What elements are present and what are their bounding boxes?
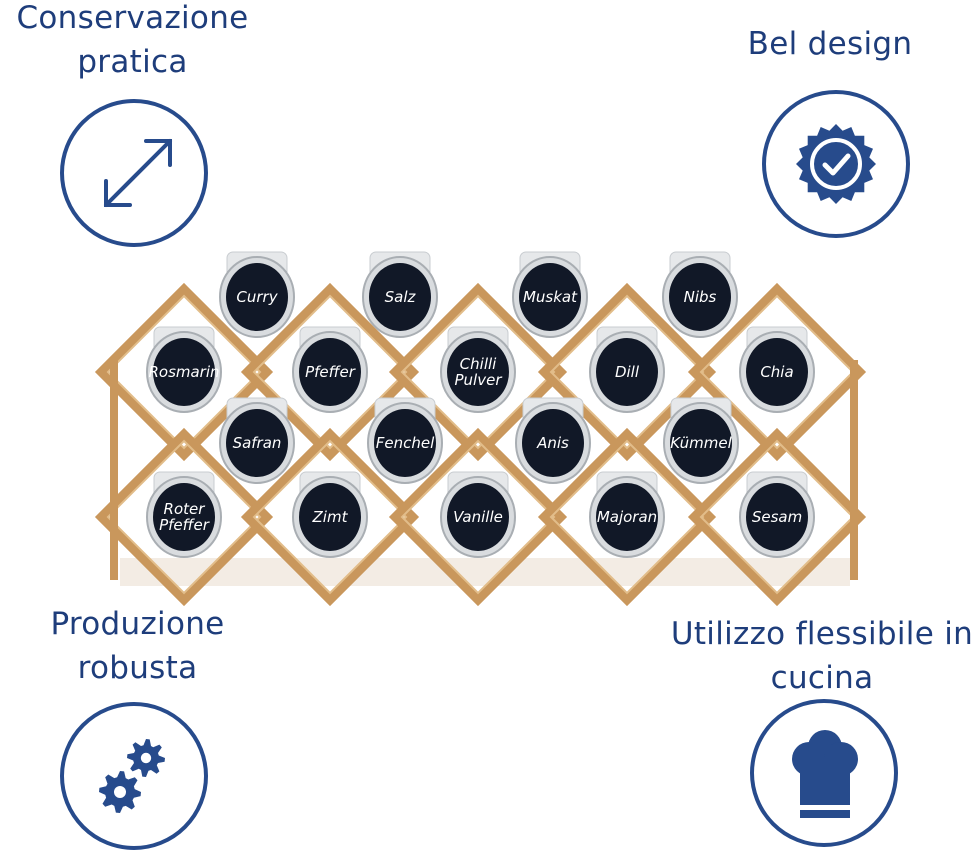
spice-jar: Vanille: [440, 471, 516, 558]
jar-label: Safran: [233, 434, 282, 452]
feature-line: robusta: [77, 650, 198, 686]
jar-label: Rosmarin: [148, 363, 219, 381]
rack-diamond-frame: [388, 427, 568, 607]
spice-jar: Curry: [219, 251, 295, 338]
jar-label: Vanille: [453, 508, 503, 526]
jar-lid: [447, 338, 509, 406]
jar-lid: [596, 483, 658, 551]
jar-lid: [299, 338, 361, 406]
rack-diamond-frame: [240, 282, 420, 462]
feature-line: Conservazione: [16, 0, 249, 36]
jar-lid: [153, 483, 215, 551]
spice-jar: Nibs: [662, 251, 738, 338]
rack-diamond-frame: [687, 282, 867, 462]
feature-line: Utilizzo flessibile in: [670, 616, 974, 652]
feature-title-production: Produzione robusta: [0, 602, 275, 690]
jar-label: Sesam: [752, 508, 802, 526]
jar-label: Pfeffer: [305, 363, 356, 381]
jar-label: Curry: [236, 288, 278, 306]
jar-label: Fenchel: [376, 434, 435, 452]
spice-jar: Pfeffer: [292, 326, 368, 413]
jar-label: Muskat: [523, 288, 578, 306]
quality-badge-check-icon: [762, 90, 910, 238]
jar-lid: [746, 483, 808, 551]
rack-diamond-frame: [537, 282, 717, 462]
spice-jar: Anis: [515, 397, 591, 484]
rack-side-post: [110, 360, 118, 580]
jar-lid: [519, 263, 581, 331]
jar-lid: [374, 409, 436, 477]
jar-lid: [153, 338, 215, 406]
jar-lid: [226, 263, 288, 331]
rack-diamond-frame: [94, 427, 274, 607]
jar-label: Kümmel: [670, 434, 732, 452]
rack-diamond-frame: [240, 427, 420, 607]
jar-lid: [746, 338, 808, 406]
spice-jar: Salz: [362, 251, 438, 338]
jar-label: Salz: [385, 288, 417, 306]
jar-lid: [669, 263, 731, 331]
spice-jar: Safran: [219, 397, 295, 484]
rack-diamond-frame: [94, 282, 274, 462]
jar-label: Majoran: [597, 508, 657, 526]
feature-line: pratica: [77, 44, 188, 80]
spice-jar: Chia: [739, 326, 815, 413]
jar-label: Zimt: [312, 508, 349, 526]
spice-jar: Fenchel: [367, 397, 443, 484]
jar-label: Nibs: [684, 288, 717, 306]
spice-jar: Zimt: [292, 471, 368, 558]
jar-lid: [522, 409, 584, 477]
jar-lid: [369, 263, 431, 331]
jar-lid: [226, 409, 288, 477]
jar-lid: [447, 483, 509, 551]
rack-diamond-frame: [537, 427, 717, 607]
feature-line: cucina: [770, 660, 874, 696]
feature-line: Produzione: [50, 606, 225, 642]
rack-diamond-frame: [388, 282, 568, 462]
spice-jar: Majoran: [589, 471, 665, 558]
jar-lid: [670, 409, 732, 477]
spice-jar: Kümmel: [663, 397, 739, 484]
diagonal-resize-arrow-icon: [60, 99, 208, 247]
rack-side-post: [850, 360, 858, 580]
feature-line: Bel design: [747, 26, 913, 62]
spice-jar: Sesam: [739, 471, 815, 558]
spice-jar: Dill: [589, 326, 665, 413]
jar-label: Dill: [615, 363, 640, 381]
feature-title-storage: Conservazione pratica: [0, 0, 265, 84]
rack-diamond-frame: [687, 427, 867, 607]
jar-label: Chia: [760, 363, 793, 381]
spice-jar: Muskat: [512, 251, 588, 338]
gears-icon: [60, 702, 208, 850]
jar-lid: [299, 483, 361, 551]
chef-hat-icon: [750, 699, 898, 847]
jar-lid: [596, 338, 658, 406]
feature-title-design: Bel design: [700, 22, 960, 66]
jar-label: Anis: [536, 434, 569, 452]
spice-jar: Rosmarin: [146, 326, 222, 413]
feature-title-usage: Utilizzo flessibile in cucina: [662, 612, 974, 700]
